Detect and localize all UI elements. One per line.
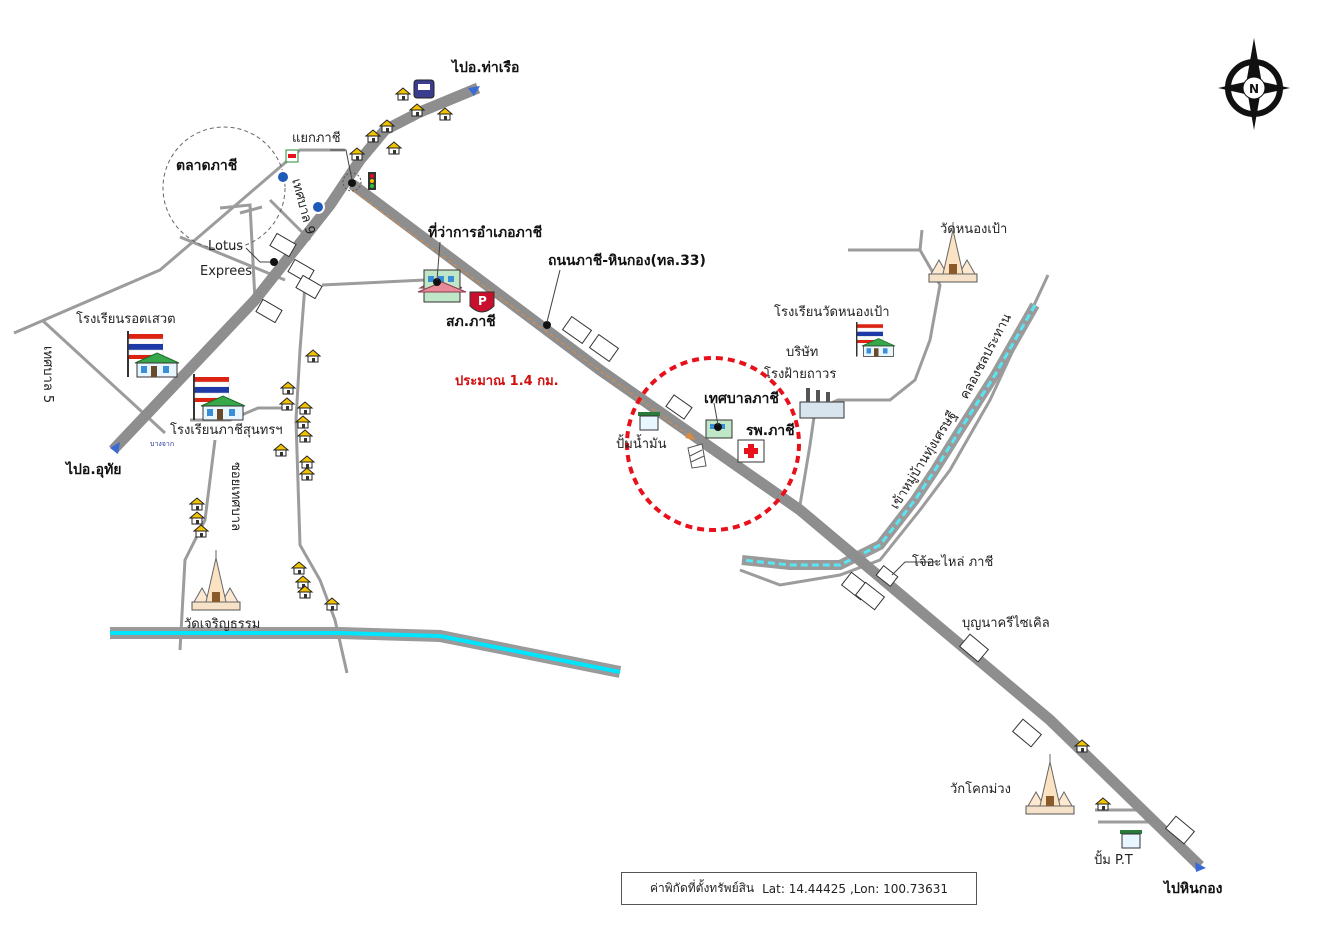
label-distance: ประมาณ 1.4 กม. — [455, 374, 559, 389]
building-footprints — [255, 232, 1196, 845]
label-to-village: เข้าหมู่บ้านทุ่งเศรษฐี — [887, 408, 960, 512]
label-company: บริษัท — [786, 345, 818, 360]
location-highlight-circle — [625, 356, 801, 532]
svg-text:P: P — [478, 294, 487, 308]
road-arrows — [110, 86, 1206, 872]
gas-station-icon — [1120, 830, 1142, 849]
label-company-name: โรงฝ้ายถาวร — [764, 366, 836, 382]
parking-shield-icon: P — [469, 291, 495, 313]
label-phachi-market: ตลาดภาชี — [176, 158, 238, 174]
label-soi-thetsaban: ซอยเทศบาล — [228, 462, 243, 531]
label-road-33: ถนนภาชี-หินกอง(ทล.33) — [548, 253, 706, 269]
label-gas-station: ปั้มน้ำมัน — [616, 434, 667, 452]
label-rot-sawet-school: โรงเรียนรอตเสวต — [76, 311, 176, 327]
label-bunyanakhi: บุญนาครีไซเคิล — [962, 615, 1050, 631]
point-markers — [270, 179, 722, 431]
coordinates-box: ค่าพิกัดที่ตั้งทรัพย์สิน Lat: 14.44425 ,… — [621, 872, 977, 905]
label-to-hin-kong: ไปหินกอง — [1162, 879, 1223, 897]
market-circle — [162, 126, 286, 250]
brand-logo-icon: บางจาก — [148, 438, 174, 448]
school-flag-icon — [192, 373, 246, 421]
label-phachi-sunthorn-school: โรงเรียนภาชีสุนทรฯ — [170, 422, 283, 438]
bank-icon — [311, 200, 325, 214]
minor-roads — [13, 148, 1150, 824]
label-hospital: รพ.ภาชี — [746, 423, 795, 439]
coordinates-lon: ,Lon: 100.73631 — [849, 881, 948, 896]
label-jo-parts: โจ้อะไหล่ ภาชี — [912, 554, 993, 570]
hatch-lot — [687, 443, 707, 469]
compass-rose-icon: N — [1218, 38, 1290, 130]
label-lotus-express: Exprees — [200, 264, 252, 279]
school-flag-icon — [126, 330, 180, 378]
southern-canal — [110, 627, 622, 678]
train-icon — [413, 79, 435, 99]
label-to-uthai: ไปอ.อุทัย — [64, 460, 122, 478]
traffic-light-icon — [342, 172, 376, 192]
compass-north-label: N — [1249, 82, 1259, 96]
factory-icon — [799, 388, 845, 419]
label-wat-charoen: วัดเจริญธรรม — [184, 617, 260, 632]
school-flag-icon — [855, 321, 896, 357]
svg-text:บางจาก: บางจาก — [150, 440, 174, 448]
label-district-office: ที่ว่าการอำเภอภาชี — [428, 222, 543, 241]
label-thetsaban-5: เทศบาล 5 — [40, 346, 55, 403]
label-lotus: Lotus — [208, 239, 243, 254]
coordinates-label: ค่าพิกัดที่ตั้งทรัพย์สิน — [650, 881, 755, 895]
label-to-tha-ruea: ไปอ.ท่าเรือ — [450, 58, 519, 76]
label-pump-pt: ปั้ม P.T — [1094, 850, 1133, 868]
bank-icon — [276, 170, 290, 184]
leader-lines — [245, 149, 936, 576]
irrigation-canal — [741, 302, 1040, 570]
temple-icon — [1025, 753, 1075, 815]
red-cross-icon — [737, 439, 765, 463]
label-wat-nong-pao-school: โรงเรียนวัดหนองเป้า — [774, 304, 890, 320]
district-office-icon — [417, 269, 467, 303]
label-municipality: เทศบาลภาชี — [704, 391, 779, 407]
label-wat-nong-pao: วัดหนองเป้า — [940, 222, 1007, 237]
temple-icon — [191, 549, 241, 611]
gas-station-icon — [638, 412, 660, 431]
label-wat-khok-muang: วักโคกม่วง — [950, 781, 1011, 797]
store-sign-icon — [285, 149, 299, 163]
label-police: สภ.ภาชี — [446, 314, 496, 330]
coordinates-lat: Lat: 14.44425 — [762, 881, 846, 896]
label-phachi-junction: แยกภาชี — [292, 130, 341, 146]
